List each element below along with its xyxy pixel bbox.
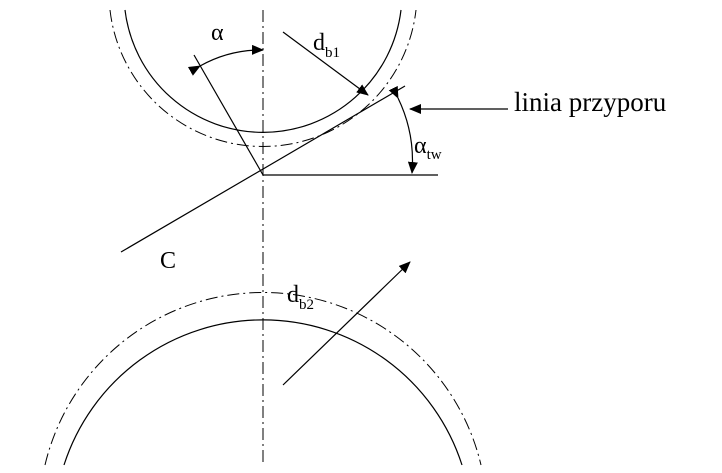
alpha-tw-label-main: α xyxy=(414,133,427,159)
db1-label-sub: b1 xyxy=(325,45,340,61)
line-of-action xyxy=(120,85,406,253)
db2-radius-line xyxy=(282,261,411,386)
db1-radius-line xyxy=(282,31,369,96)
alpha-label: α xyxy=(211,20,224,46)
caption-label: linia przyporu xyxy=(514,87,667,117)
upper-base-circle xyxy=(124,9,402,133)
db1-label-main: d xyxy=(313,30,325,56)
alpha-arc xyxy=(187,44,264,76)
db2-label-sub: b2 xyxy=(299,297,314,313)
lower-pitch-circle xyxy=(44,292,482,466)
alpha-line xyxy=(193,54,264,176)
alpha-tw-label: αtw xyxy=(414,133,442,163)
upper-pitch-circle xyxy=(109,9,417,147)
db1-label: db1 xyxy=(313,30,340,61)
point-c-label: C xyxy=(160,248,176,274)
db2-label-main: d xyxy=(287,282,299,308)
alpha-tw-arc xyxy=(388,85,418,174)
db2-label: db2 xyxy=(287,282,314,313)
alpha-tw-label-sub: tw xyxy=(427,147,442,163)
lower-base-circle xyxy=(63,319,463,466)
